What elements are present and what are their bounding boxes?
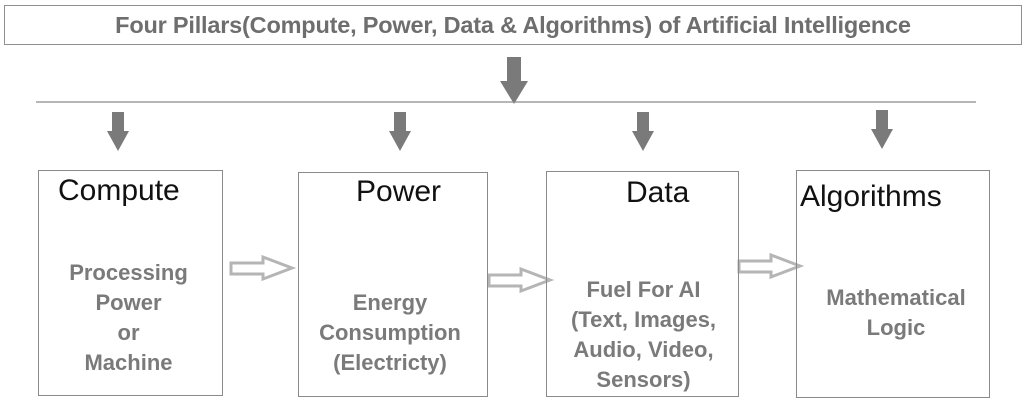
flow-arrow-power-to-data: [487, 266, 555, 294]
description-line: Energy: [352, 290, 428, 315]
flow-arrow-compute-to-power: [229, 254, 297, 282]
pillar-algorithms: Algorithms Mathematical Logic: [796, 170, 990, 398]
diagram-title: Four Pillars(Compute, Power, Data & Algo…: [115, 11, 911, 38]
description-line: or: [117, 320, 140, 345]
pillar-data: Data Fuel For AI (Text, Images, Audio, V…: [546, 171, 739, 397]
pillar-description-data: Fuel For AI (Text, Images, Audio, Video,…: [548, 275, 739, 395]
description-line: Audio, Video,: [573, 337, 714, 362]
description-line: Power: [95, 290, 162, 315]
description-line: Processing: [69, 260, 188, 285]
diagram-title-box: Four Pillars(Compute, Power, Data & Algo…: [4, 5, 1022, 45]
description-line: Sensors): [596, 367, 691, 392]
pillar-description-power: Energy Consumption (Electricty): [296, 288, 484, 378]
flow-arrow-data-to-algorithms: [737, 252, 805, 280]
pillar-title-algorithms: Algorithms: [800, 180, 942, 213]
description-line: Machine: [84, 350, 173, 375]
pillar-description-algorithms: Mathematical Logic: [800, 283, 992, 343]
pillar-title-compute: Compute: [58, 174, 180, 207]
description-line: Mathematical: [826, 285, 966, 310]
pillar-title-power: Power: [356, 175, 442, 208]
pillar-title-data: Data: [626, 176, 690, 209]
description-line: Consumption: [319, 320, 461, 345]
description-line: (Text, Images,: [570, 307, 717, 332]
down-arrow-algorithms: [871, 110, 893, 149]
description-line: Logic: [866, 315, 926, 340]
down-arrow-compute: [107, 112, 129, 151]
description-line: (Electricty): [333, 350, 447, 375]
main-down-arrow: [500, 57, 528, 104]
pillar-compute: Compute Processing Power or Machine: [38, 170, 223, 396]
pillar-power: Power Energy Consumption (Electricty): [298, 172, 488, 397]
pillar-description-compute: Processing Power or Machine: [37, 258, 220, 378]
down-arrow-power: [389, 112, 411, 151]
description-line: Fuel For AI: [586, 277, 701, 302]
down-arrow-data: [632, 112, 654, 151]
